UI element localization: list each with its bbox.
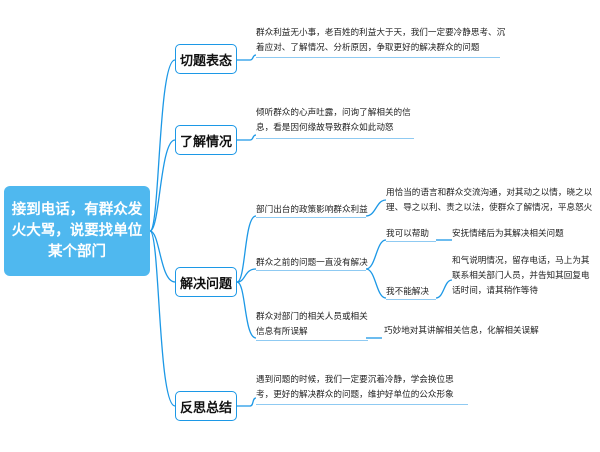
connector-branch-3-sub-1 — [236, 215, 257, 283]
sub-1-label: 部门出台的政策影响群众利益 — [256, 205, 368, 215]
underline-branch-2 — [256, 138, 414, 139]
connector-root-branch-1 — [149, 59, 176, 232]
sub-3-detail: 巧妙地对其讲解相关信息，化解相关误解 — [384, 326, 539, 336]
root-node: 接到电话，有群众发火大骂，说要找单位某个部门 — [4, 186, 150, 276]
connector-branch-2-text — [237, 134, 257, 141]
connector-root-branch-4 — [149, 230, 176, 407]
underline-branch-4 — [256, 404, 468, 405]
case-2-detail: 和气说明情况，留存电话，马上为其联系相关部门人员，并告知其回复电话时间，请其稍作… — [452, 256, 590, 296]
connector-sub-1-detail — [365, 199, 387, 217]
connector-branch-1-text — [237, 54, 257, 61]
underline-branch-1 — [256, 57, 500, 58]
branch-label-2: 了解情况 — [179, 134, 232, 150]
underline-case-2 — [386, 299, 436, 300]
case-2-label: 我不能解决 — [386, 287, 429, 297]
branch-node-3: 解决问题 — [175, 267, 237, 297]
underline-case-1 — [386, 241, 436, 242]
sub-2-label: 群众之前的问题一直没有解决 — [256, 258, 368, 268]
branch-2-text: 倾听群众的心声吐露，问询了解相关的信息，看是因何缘故导致群众如此动怒 — [256, 108, 411, 133]
connector-root-branch-3 — [149, 230, 176, 283]
connector-sub-2-case-1 — [365, 239, 387, 270]
connector-root-branch-2 — [149, 139, 176, 232]
connector-branch-3-sub-3 — [236, 281, 257, 339]
branch-label-3: 解决问题 — [179, 276, 232, 292]
branch-4-text: 遇到问题的时候，我们一定要沉着冷静，学会换位思考，更好的解决群众的问题，维护好单… — [256, 375, 454, 400]
branch-node-1: 切题表态 — [175, 44, 237, 74]
sub-3-label: 群众对部门的相关人员或相关信息有所误解 — [256, 312, 368, 337]
root-label: 接到电话，有群众发火大骂，说要找单位某个部门 — [11, 201, 143, 260]
branch-label-4: 反思总结 — [179, 400, 232, 416]
sub-1-detail: 用恰当的语言和群众交流沟通，对其动之以情，晓之以理、导之以利、责之以法，使群众了… — [386, 188, 593, 213]
connector-case-2-detail — [435, 279, 453, 299]
connector-branch-4-text — [237, 397, 257, 407]
underline-sub-1 — [256, 217, 366, 218]
case-1-label: 我可以帮助 — [386, 229, 429, 239]
branch-1-text: 群众利益无小事，老百姓的利益大于天，我们一定要冷静思考、沉着应对、了解情况、分析… — [256, 28, 506, 53]
case-1-detail: 安抚情绪后为其解决相关问题 — [452, 229, 564, 239]
branch-node-4: 反思总结 — [175, 391, 237, 421]
connector-branch-3-sub-2 — [236, 268, 257, 283]
underline-sub-3 — [256, 340, 368, 341]
branch-label-1: 切题表态 — [179, 53, 232, 69]
branch-node-2: 了解情况 — [175, 125, 237, 155]
connector-sub-2-case-2 — [365, 268, 387, 299]
underline-sub-2 — [256, 270, 366, 271]
